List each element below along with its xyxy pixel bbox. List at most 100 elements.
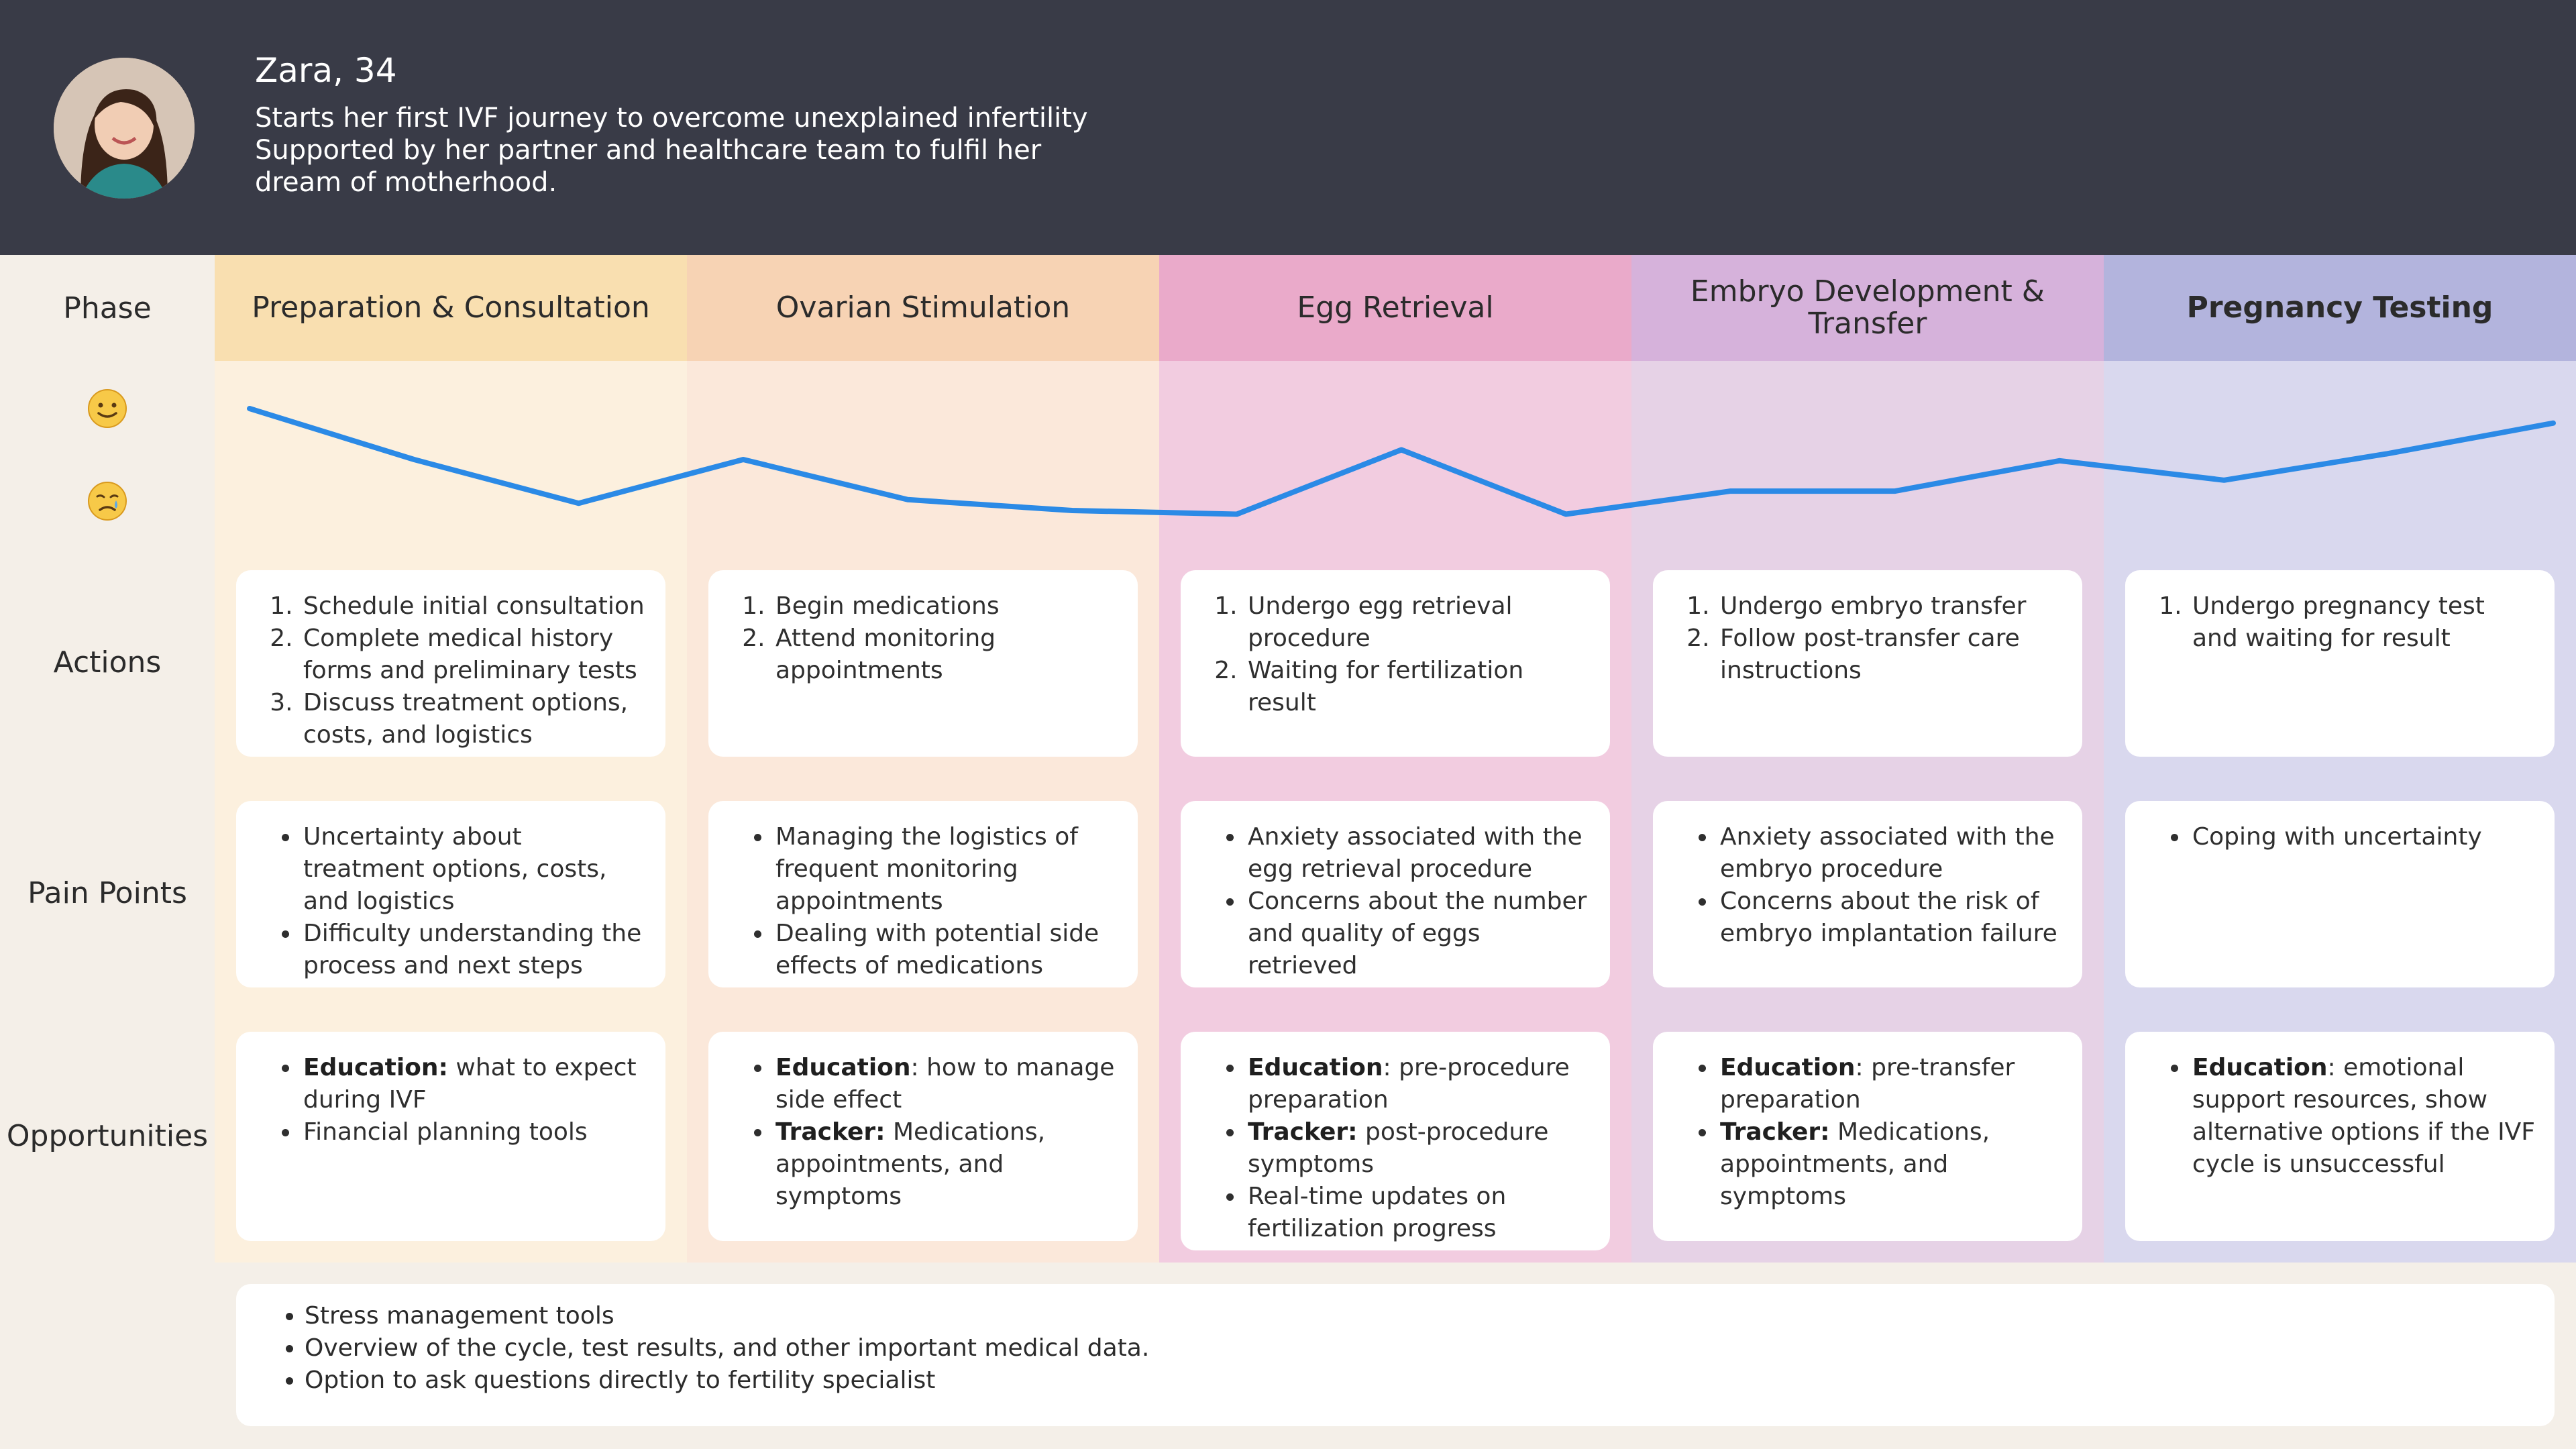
list-item: Education: pre-procedure preparation [1245,1052,1591,1116]
pain-points-card: Coping with uncertainty [2125,801,2555,987]
list-item: Attend monitoring appointments [773,623,1119,687]
list-item: Undergo embryo transfer [1717,590,2063,623]
phase-header: Egg Retrieval [1159,255,1631,361]
list-item: Waiting for fertilization result [1245,655,1591,719]
phase-header: Preparation & Consultation [215,255,687,361]
list-item: Concerns about the number and quality of… [1245,885,1591,982]
phase-header: Ovarian Stimulation [687,255,1159,361]
pain-points-list: Managing the logistics of frequent monit… [735,821,1119,982]
row-label-phase: Phase [63,291,152,325]
pain-points-card: Anxiety associated with the embryo proce… [1653,801,2082,987]
opportunities-list: Education: what to expect during IVFFina… [263,1052,647,1148]
opportunities-card: Education: pre-procedure preparationTrac… [1181,1032,1610,1250]
opportunities-list: Education: pre-transfer preparationTrack… [1680,1052,2063,1213]
pain-points-card: Managing the logistics of frequent monit… [708,801,1138,987]
opportunity-keyword: Tracker: [775,1118,885,1146]
pain-points-card: Anxiety associated with the egg retrieva… [1181,801,1610,987]
actions-card: Undergo egg retrieval procedureWaiting f… [1181,570,1610,757]
phase-header: Pregnancy Testing [2104,255,2576,361]
list-item: Dealing with potential side effects of m… [773,918,1119,982]
row-label-opportunities: Opportunities [6,1119,209,1153]
crying-face-icon [88,482,127,521]
person-avatar-icon [54,58,195,199]
opportunity-keyword: Education [2192,1054,2328,1081]
opportunity-keyword: Education: [303,1054,448,1081]
actions-list: Schedule initial consultationComplete me… [263,590,647,751]
persona-header: Zara, 34 Starts her first IVF journey to… [0,0,2576,255]
list-item: Follow post-transfer care instructions [1717,623,2063,687]
list-item: Schedule initial consultation [301,590,647,623]
list-item: Anxiety associated with the embryo proce… [1717,821,2063,885]
opportunity-text: what to expect during IVF [303,1054,637,1114]
opportunities-card: Education: what to expect during IVFFina… [236,1032,665,1241]
list-item: Option to ask questions directly to fert… [305,1364,2534,1397]
list-item: Coping with uncertainty [2190,821,2536,853]
row-label-actions: Actions [53,645,162,680]
persona-description-line: Supported by her partner and healthcare … [255,135,1042,166]
list-item: Undergo pregnancy test and waiting for r… [2190,590,2536,655]
pain-points-list: Uncertainty about treatment options, cos… [263,821,647,982]
persona-avatar [54,58,195,199]
actions-list: Undergo pregnancy test and waiting for r… [2152,590,2536,655]
list-item: Managing the logistics of frequent monit… [773,821,1119,918]
list-item: Education: what to expect during IVF [301,1052,647,1116]
phase-header: Embryo Development & Transfer [1631,255,2104,361]
list-item: Uncertainty about treatment options, cos… [301,821,647,918]
list-item: Undergo egg retrieval procedure [1245,590,1591,655]
list-item: Stress management tools [305,1300,2534,1332]
list-item: Difficulty understanding the process and… [301,918,647,982]
pain-points-card: Uncertainty about treatment options, cos… [236,801,665,987]
list-item: Education: how to manage side effect [773,1052,1119,1116]
list-item: Anxiety associated with the egg retrieva… [1245,821,1591,885]
list-item: Tracker: Medications, appointments, and … [773,1116,1119,1213]
opportunity-text: Financial planning tools [303,1118,588,1146]
persona-description-line: Starts her first IVF journey to overcome… [255,103,1088,133]
list-item: Tracker: Medications, appointments, and … [1717,1116,2063,1213]
actions-card: Begin medicationsAttend monitoring appoi… [708,570,1138,757]
opportunity-text: post-procedure symptoms [1248,1118,1549,1178]
actions-card: Undergo pregnancy test and waiting for r… [2125,570,2555,757]
opportunity-text: Real-time updates on fertilization progr… [1248,1183,1507,1242]
actions-card: Undergo embryo transferFollow post-trans… [1653,570,2082,757]
list-item: Education: emotional support resources, … [2190,1052,2536,1181]
opportunities-card: Education: how to manage side effectTrac… [708,1032,1138,1241]
overall-opportunities-card: Stress management tools Overview of the … [236,1284,2555,1426]
list-item: Begin medications [773,590,1119,623]
actions-list: Undergo egg retrieval procedureWaiting f… [1208,590,1591,719]
opportunity-keyword: Tracker: [1248,1118,1358,1146]
actions-card: Schedule initial consultationComplete me… [236,570,665,757]
opportunities-list: Education: pre-procedure preparationTrac… [1208,1052,1591,1245]
pain-points-list: Anxiety associated with the egg retrieva… [1208,821,1591,982]
pain-points-list: Anxiety associated with the embryo proce… [1680,821,2063,950]
opportunity-text: Medications, appointments, and symptoms [1720,1118,1990,1210]
opportunity-keyword: Tracker: [1720,1118,1830,1146]
row-label-pain-points: Pain Points [28,876,187,910]
list-item: Discuss treatment options, costs, and lo… [301,687,647,751]
list-item: Real-time updates on fertilization progr… [1245,1181,1591,1245]
opportunity-text: : pre-transfer preparation [1720,1054,2015,1114]
actions-list: Begin medicationsAttend monitoring appoi… [735,590,1119,687]
list-item: Tracker: post-procedure symptoms [1245,1116,1591,1181]
opportunities-card: Education: emotional support resources, … [2125,1032,2555,1241]
persona-description: Starts her first IVF journey to overcome… [255,102,1194,199]
smiling-face-icon [88,389,127,428]
persona-description-line: dream of motherhood. [255,167,557,198]
opportunity-keyword: Education [1248,1054,1383,1081]
opportunity-keyword: Education [1720,1054,1856,1081]
opportunity-keyword: Education [775,1054,911,1081]
opportunity-text: : how to manage side effect [775,1054,1115,1114]
opportunities-list: Education: emotional support resources, … [2152,1052,2536,1181]
list-item: Financial planning tools [301,1116,647,1148]
opportunity-text: : emotional support resources, show alte… [2192,1054,2536,1178]
opportunities-card: Education: pre-transfer preparationTrack… [1653,1032,2082,1241]
list-item: Education: pre-transfer preparation [1717,1052,2063,1116]
pain-points-list: Coping with uncertainty [2152,821,2536,853]
list-item: Complete medical history forms and preli… [301,623,647,687]
actions-list: Undergo embryo transferFollow post-trans… [1680,590,2063,687]
opportunities-list: Education: how to manage side effectTrac… [735,1052,1119,1213]
opportunity-text: Medications, appointments, and symptoms [775,1118,1046,1210]
list-item: Concerns about the risk of embryo implan… [1717,885,2063,950]
persona-name: Zara, 34 [255,51,397,90]
opportunity-text: : pre-procedure preparation [1248,1054,1570,1114]
list-item: Overview of the cycle, test results, and… [305,1332,2534,1364]
